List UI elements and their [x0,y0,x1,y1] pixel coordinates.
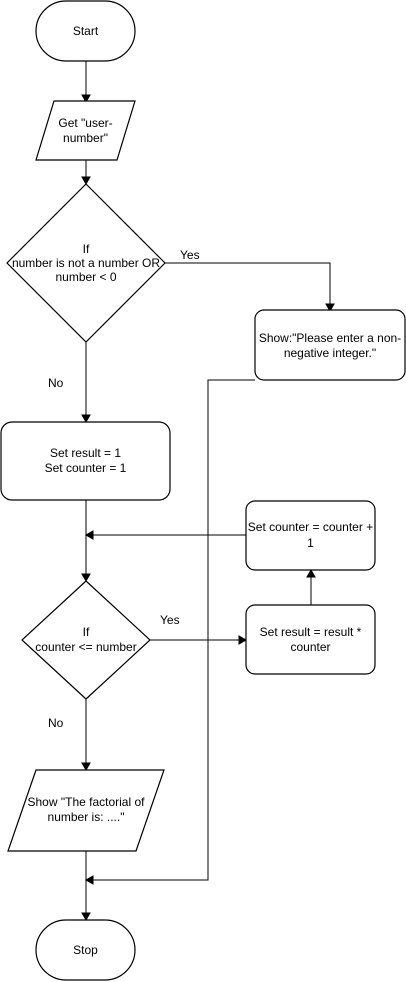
edge-error-to-stop-merge [93,379,255,881]
error-message-shape [254,309,406,381]
edge-check-to-error [164,262,331,304]
arrowhead-input-to-check [81,176,91,186]
edge-label-loop-yes: Yes [160,613,180,627]
stop-shape [35,919,136,981]
multiply-shape [245,604,376,675]
multiply-node: Set result = result * counter [245,604,376,675]
arrowhead-check-to-init [81,414,91,424]
multiply-line2: counter [290,640,330,654]
input-label-line1: Get "user- [58,116,112,130]
stop-node: Stop [35,919,136,981]
loop-check-shape [21,580,151,700]
arrowhead-loop-to-multiply [238,635,248,645]
error-message-node: Show:"Please enter a non- negative integ… [254,309,406,381]
increment-node: Set counter = counter + 1 [245,500,376,571]
check-input-line2: number is not a number OR [12,256,160,270]
multiply-line1: Set result = result * [260,625,362,639]
edge-labels: Yes No Yes No [48,248,200,730]
edge-label-check-no: No [48,376,64,390]
arrowhead-increment-to-loop [84,530,94,540]
arrowhead-start-to-input [81,94,91,104]
output-shape [7,769,165,852]
check-input-line3: number < 0 [55,270,116,284]
start-label: Start [73,24,99,38]
init-line2: Set counter = 1 [45,461,127,475]
increment-shape [245,500,376,571]
input-label-line2: number" [63,131,108,145]
init-shape [0,421,171,501]
arrowhead-output-to-stop [81,912,91,922]
loop-check-decision: If counter <= number [21,580,151,700]
start-shape [35,0,136,62]
output-line2: number is: ...." [48,810,125,824]
arrowhead-init-to-loop [81,573,91,583]
arrowhead-loop-to-output [81,762,91,772]
start-node: Start [35,0,136,62]
increment-line2: 1 [307,536,314,550]
input-shape [35,100,136,161]
edges [81,61,335,922]
init-node: Set result = 1 Set counter = 1 [0,421,171,501]
stop-label: Stop [73,943,98,957]
check-input-decision: If number is not a number OR number < 0 [6,183,166,343]
error-message-line2: negative integer." [284,346,376,360]
error-message-line1: Show:"Please enter a non- [259,331,401,345]
init-line1: Set result = 1 [50,446,121,460]
arrowhead-error-to-stop-merge [84,875,94,885]
loop-check-line1: If [83,625,90,639]
output-node: Show "The factorial of number is: ...." [7,769,165,852]
arrowhead-multiply-to-increment [306,568,316,578]
input-node: Get "user- number" [35,100,136,161]
increment-line1: Set counter = counter + [248,520,373,534]
edge-label-loop-no: No [48,716,64,730]
loop-check-line2: counter <= number [35,640,136,654]
check-input-line1: If [83,242,90,256]
edge-label-check-yes: Yes [180,248,200,262]
check-input-shape [6,183,166,343]
output-line1: Show "The factorial of [28,795,146,809]
arrowhead-check-to-error [325,303,335,313]
